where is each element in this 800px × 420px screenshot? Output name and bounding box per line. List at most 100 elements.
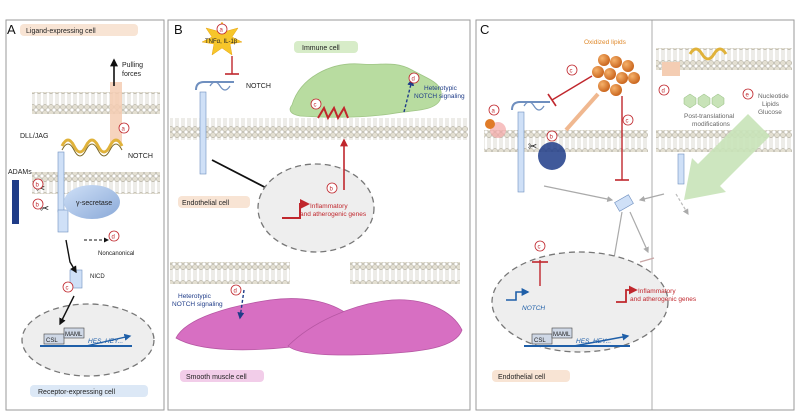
tag-c-c2-text: c [626,119,629,125]
notch-gene-label: NOTCH [522,305,545,312]
smooth-muscle-label: Smooth muscle cell [186,374,247,381]
endothelial-label-b: Endothelial cell [182,200,230,207]
dll-jag-label: DLL/JAG [20,133,48,140]
inflammatory-inhibit-line [639,257,655,263]
ligand-stalk [110,82,122,142]
transcription-arrow-a [85,333,132,347]
panel-b: B TNFα, IL-1β a NOTCH Immune cell c d He… [167,19,471,411]
immune-cell-shape [289,63,442,118]
tag-c-a-text: a [492,109,496,115]
panel-c: C Oxidized lipids c c a ✂ b [475,19,795,411]
ligand-cell-label: Ligand-expressing cell [26,28,96,35]
nuclear-entry-arrow [59,295,75,326]
tag-a-b1-text: b [36,183,40,189]
membrane-mid-right-b [350,262,460,284]
panel-b-letter: B [174,22,183,37]
heterotypic-arrow-top [403,78,415,113]
notch-receptor-b [199,91,207,175]
tag-a-b1 [32,178,44,190]
notch-receptor-a [57,151,65,213]
panel-c-letter: C [480,22,489,37]
membrane-mid-left-b [170,262,290,284]
tag-a-d-text: d [112,235,115,241]
transcription-arrow-c [573,333,630,347]
ligand-cell-label-bg [20,24,138,36]
ligand-block-c [662,62,680,76]
membrane-top-a [32,92,160,114]
nicd-fragment [57,209,69,233]
receptor-cell-label-bg [30,385,148,397]
endothelial-label-c: Endothelial cell [498,374,546,381]
lipid-uptake-arrow [564,92,600,132]
flow-arrow-4 [629,211,649,254]
maml-label-a: MAML [65,332,83,338]
flow-arrow-1 [543,185,614,202]
immune-cell-label-bg [294,41,358,53]
endothelial-label-bg-b [178,196,250,208]
csl-label-c: CSL [534,338,546,344]
scissors-icon-c: ✂ [528,141,537,153]
tag-c-e [742,88,754,100]
notch-repeat-b [209,81,231,91]
notch-gene-arrow [506,288,530,301]
tag-b-d2-text: d [234,289,237,295]
tag-c-d-text: d [662,89,665,95]
lipid-inhibit-line-1 [551,75,593,101]
notch-receptor-ecd-c [511,101,550,111]
membrane-left-c [484,130,648,152]
tag-c-b-text: b [550,135,554,141]
adams-label: ADAMs [8,169,32,176]
tag-c-a [488,104,500,116]
right-cell-dashed-arrow [675,193,689,216]
oxidized-lipid-cluster [592,54,640,96]
tag-b-c-text: c [314,103,317,109]
csl-label-a: CSL [46,338,58,344]
gene-activation-arrow-b [282,199,310,219]
notch-label-b: NOTCH [246,83,271,90]
tag-c-c2 [622,114,634,126]
notch-repeat-c [523,101,545,111]
immune-cell-label: Immune cell [302,45,340,52]
nucleus-a [21,303,155,377]
notch-receptor-c [517,111,525,193]
membrane-top-b [170,118,468,140]
gamma-secretase [64,185,120,219]
smooth-muscle-cell-2 [287,299,463,356]
tnf-label: TNFα, IL-1β [205,39,238,45]
tag-b-b-text: b [330,187,334,193]
nicd-label: NICD [90,274,105,280]
tag-a-a-text: a [122,127,126,133]
adams-protease [12,180,19,224]
nicd-release-arrow [65,239,77,274]
tag-a-d [108,230,120,242]
gamma-secretase-c [538,142,566,170]
tag-b-d1-text: d [412,77,415,83]
notch-receptor-c2 [677,153,685,185]
csl-box-a [43,333,65,345]
notch-receptor-ecd-b [195,81,234,91]
panel-a-letter: A [7,22,16,37]
nutrient-flux-arrow [684,114,770,200]
ligand-helix-c [688,47,728,61]
tag-b-d1 [408,72,420,84]
tag-b-a-text: a [220,28,224,34]
scissors-icon: ✂ [36,183,45,195]
endothelial-label-bg-c [492,370,570,382]
maml-label-c: MAML [553,332,571,338]
nicd-c [614,194,634,212]
maml-box-a [63,327,85,339]
hes-hey-label-c: HES, HEY... [576,338,611,345]
tag-c-c1-text: c [570,69,573,75]
tag-c-e-text: e [746,93,750,99]
inflammatory-arrow-c [616,285,638,303]
maml-box-c [551,327,573,339]
ptm-hexagons [683,93,725,109]
